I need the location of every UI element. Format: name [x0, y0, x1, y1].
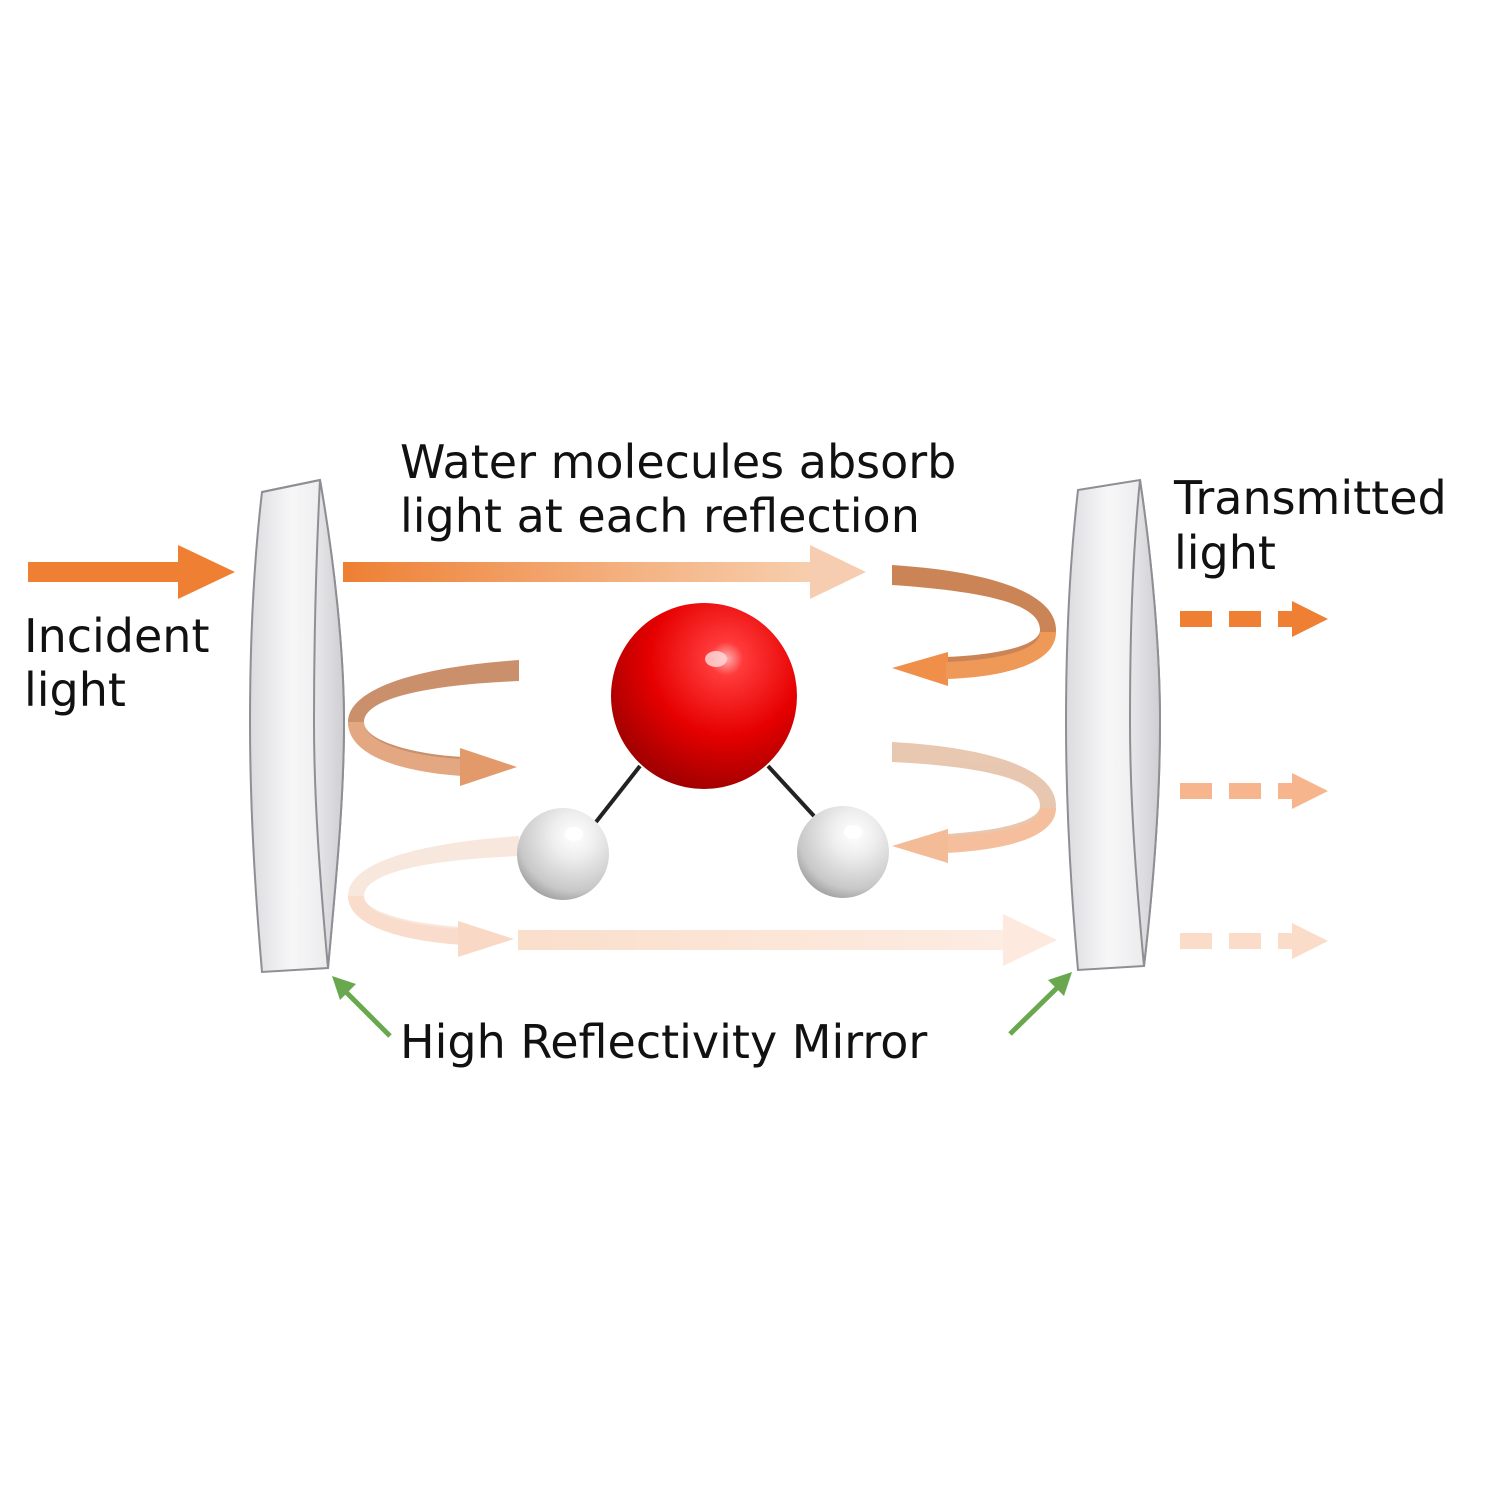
- left-mirror-icon: [248, 478, 346, 974]
- incident-label-line1: Incident: [24, 609, 209, 663]
- absorption-caption: Water molecules absorb light at each ref…: [400, 435, 971, 543]
- transmitted-label-line1: Transmitted: [1173, 471, 1447, 525]
- mirror-pointer-right-icon: [1008, 972, 1072, 1036]
- mirror-label: High Reflectivity Mirror: [400, 1015, 927, 1069]
- incident-label-line2: light: [24, 663, 126, 717]
- forward-beam-top-icon: [343, 545, 866, 599]
- incident-light-label: Incident light: [24, 609, 224, 717]
- transmitted-label-line2: light: [1174, 526, 1276, 580]
- absorb-label-line1: Water molecules absorb: [400, 435, 956, 489]
- forward-beam-bottom-icon: [518, 914, 1057, 966]
- incident-light-arrow-icon: [28, 545, 235, 599]
- oxygen-atom-icon: [611, 603, 797, 789]
- reflection-loop-left-icon: [348, 660, 519, 786]
- water-molecule-icon: [517, 603, 889, 900]
- transmitted-arrow-3-icon: [1180, 923, 1328, 959]
- transmitted-arrow-1-icon: [1180, 601, 1328, 637]
- mirror-pointer-left-icon: [332, 976, 392, 1038]
- absorb-label-line2: light at each reflection: [400, 489, 920, 543]
- hydrogen-atom-right-icon: [797, 806, 889, 898]
- transmitted-arrow-2-icon: [1180, 773, 1328, 809]
- hydrogen-atom-left-icon: [517, 808, 609, 900]
- reflection-loop-right-lower-icon: [892, 742, 1056, 863]
- transmitted-light-label: Transmitted light: [1173, 471, 1461, 580]
- right-mirror-icon: [1064, 478, 1162, 972]
- reflection-loop-right-upper-icon: [892, 565, 1056, 686]
- reflection-loop-left-faint-icon: [348, 836, 519, 957]
